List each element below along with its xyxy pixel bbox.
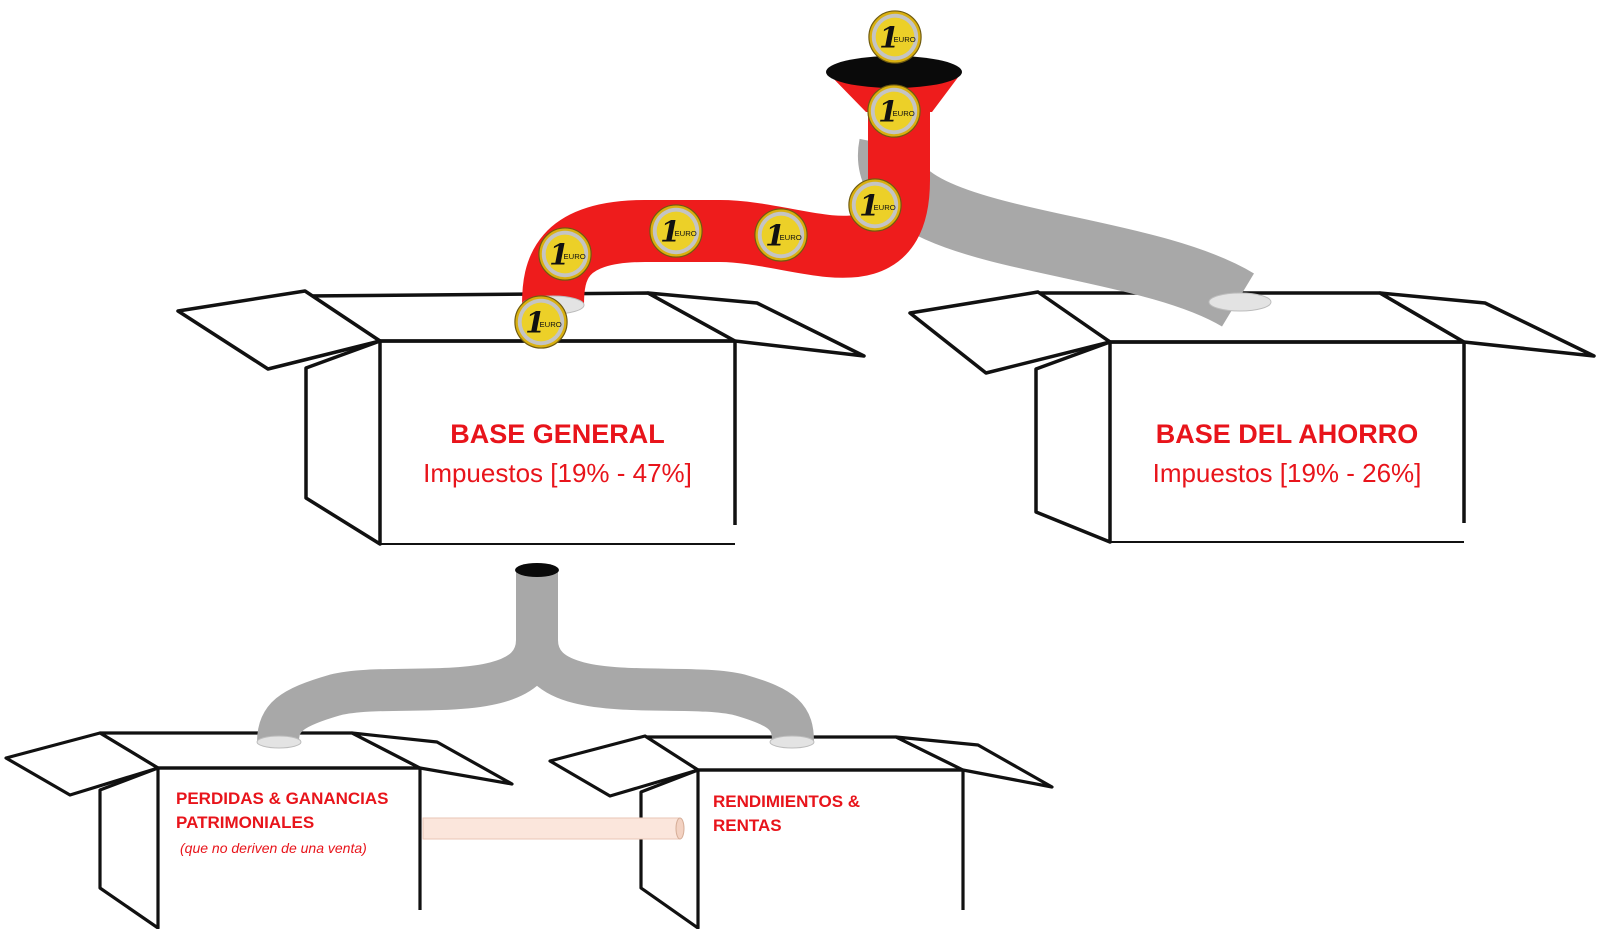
box-right-flap (350, 731, 514, 786)
box-right-flap (1378, 291, 1596, 358)
pipe-outlet (1208, 292, 1272, 312)
box-base-general (176, 289, 866, 546)
euro-coin-icon (754, 208, 808, 262)
box-front (1110, 340, 1466, 523)
rendimientos-label: RENDIMIENTOS & RENTAS (713, 790, 860, 838)
perdidas-note: (que no deriven de una venta) (180, 840, 367, 856)
red-pipe-general (522, 105, 930, 306)
rendimientos-line1: RENDIMIENTOS & (713, 792, 861, 811)
euro-coin-icon (649, 204, 703, 258)
perdidas-line2: PATRIMONIALES (176, 813, 315, 832)
pipe-outlet (256, 735, 302, 749)
box-rendimientos (548, 734, 1054, 929)
box-right-flap (646, 291, 866, 358)
connector-pipe (422, 817, 685, 840)
euro-coin-icon (868, 10, 922, 64)
box-perdidas (4, 731, 514, 929)
euro-coin-icon (538, 227, 592, 281)
box-right-flap (894, 735, 1054, 789)
base-ahorro-title: BASE DEL AHORRO (1155, 419, 1419, 449)
perdidas-label: PERDIDAS & GANANCIAS PATRIMONIALES (176, 787, 389, 835)
box-side (1034, 340, 1112, 544)
box-side (98, 766, 160, 929)
gray-y-pipe (257, 570, 814, 744)
box-side (304, 339, 382, 546)
box-side (639, 768, 700, 929)
perdidas-line1: PERDIDAS & GANANCIAS (176, 789, 389, 808)
base-ahorro-subtitle: Impuestos [19% - 26%] (1152, 458, 1422, 488)
box-front (380, 339, 737, 525)
pipe-inlet (515, 563, 559, 577)
pipe-outlet (769, 735, 815, 749)
euro-coin-icon (867, 84, 921, 138)
rendimientos-line2: RENTAS (713, 816, 782, 835)
gray-pipe-ahorro (858, 138, 1254, 328)
box-front (698, 768, 965, 910)
box-base-ahorro (908, 290, 1596, 544)
base-general-title: BASE GENERAL (450, 419, 665, 449)
euro-coin-icon (514, 295, 568, 349)
base-general-subtitle: Impuestos [19% - 47%] (423, 458, 692, 488)
box-front (158, 766, 422, 910)
euro-coin-icon (848, 178, 902, 232)
